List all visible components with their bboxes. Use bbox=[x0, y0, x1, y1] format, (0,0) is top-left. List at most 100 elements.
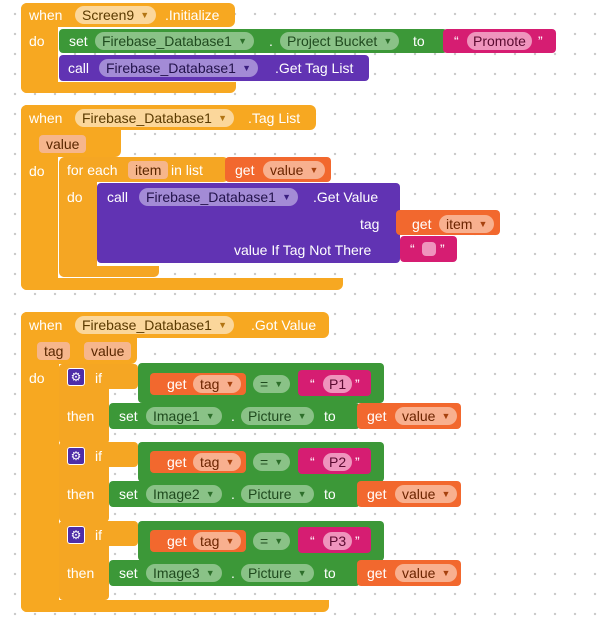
do-keyword: do bbox=[29, 370, 45, 386]
equals-operator-dropdown-2[interactable]: =▼ bbox=[253, 453, 291, 471]
get-keyword: get bbox=[367, 408, 387, 424]
get-tag-dropdown-3[interactable]: tag▼ bbox=[193, 532, 242, 550]
for-each-keyword: for each bbox=[67, 162, 118, 178]
dropdown-caret-icon: ▼ bbox=[282, 192, 291, 202]
set-keyword: set bbox=[119, 565, 138, 581]
quote-open: “ bbox=[310, 454, 315, 470]
when-keyword: when bbox=[29, 317, 63, 333]
equals-operator-dropdown-3[interactable]: =▼ bbox=[253, 532, 291, 550]
image-component-dropdown-2[interactable]: Image2▼ bbox=[146, 485, 222, 503]
tag-socket-label: tag bbox=[360, 216, 380, 232]
method-name-label: .Get Value bbox=[313, 189, 379, 205]
get-value-dropdown-1[interactable]: value▼ bbox=[395, 407, 458, 425]
event-component-dropdown[interactable]: Firebase_Database1▼ bbox=[75, 109, 234, 127]
dot-separator: . bbox=[231, 408, 235, 424]
dot-separator: . bbox=[231, 486, 235, 502]
if-keyword: if bbox=[95, 448, 102, 464]
call-component-dropdown[interactable]: Firebase_Database1▼ bbox=[99, 59, 258, 77]
dropdown-caret-icon: ▼ bbox=[205, 568, 215, 578]
method-name-label: .Get Tag List bbox=[275, 60, 354, 76]
call-component-dropdown[interactable]: Firebase_Database1▼ bbox=[139, 188, 298, 206]
dropdown-caret-icon: ▼ bbox=[441, 568, 451, 578]
dropdown-caret-icon: ▼ bbox=[297, 568, 307, 578]
event-component-dropdown[interactable]: Firebase_Database1▼ bbox=[75, 316, 234, 334]
event-name-label: .Got Value bbox=[251, 317, 317, 333]
dropdown-caret-icon: ▼ bbox=[238, 36, 247, 46]
get-value-dropdown-3[interactable]: value▼ bbox=[395, 564, 458, 582]
dropdown-caret-icon: ▼ bbox=[441, 411, 451, 421]
get-variable-dropdown[interactable]: value▼ bbox=[263, 161, 326, 179]
quote-close: ” bbox=[538, 33, 543, 49]
do-keyword: do bbox=[29, 33, 45, 49]
dropdown-caret-icon: ▼ bbox=[478, 219, 488, 229]
event-param-value[interactable]: value bbox=[39, 135, 87, 153]
get-keyword: get bbox=[235, 162, 255, 178]
text-literal-value-3[interactable]: P3 bbox=[323, 532, 353, 550]
to-keyword: to bbox=[324, 565, 336, 581]
quote-open: “ bbox=[410, 241, 415, 257]
dropdown-caret-icon: ▼ bbox=[274, 379, 284, 389]
set-keyword: set bbox=[69, 33, 88, 49]
dropdown-caret-icon: ▼ bbox=[218, 113, 227, 123]
quote-open: “ bbox=[310, 533, 315, 549]
gear-icon[interactable]: ⚙ bbox=[67, 368, 85, 386]
event-param-tag[interactable]: tag bbox=[37, 342, 71, 360]
for-each-block-body bbox=[59, 157, 97, 277]
set-component-dropdown[interactable]: Firebase_Database1▼ bbox=[95, 32, 254, 50]
do-keyword: do bbox=[29, 163, 45, 179]
screen-component-dropdown[interactable]: Screen9▼ bbox=[75, 6, 157, 24]
dropdown-caret-icon: ▼ bbox=[218, 320, 227, 330]
get-value-dropdown-2[interactable]: value▼ bbox=[395, 485, 458, 503]
if-keyword: if bbox=[95, 527, 102, 543]
equals-operator-dropdown-1[interactable]: =▼ bbox=[253, 375, 291, 393]
empty-text-value[interactable] bbox=[422, 242, 436, 256]
to-keyword: to bbox=[324, 408, 336, 424]
get-item-dropdown[interactable]: item▼ bbox=[439, 215, 495, 233]
quote-close: ” bbox=[440, 241, 445, 257]
text-literal-value[interactable]: Promote bbox=[467, 32, 532, 50]
get-tag-dropdown-1[interactable]: tag▼ bbox=[193, 375, 242, 393]
text-literal-value-2[interactable]: P2 bbox=[323, 453, 353, 471]
quote-close: ” bbox=[355, 533, 360, 549]
get-keyword: get bbox=[412, 216, 432, 232]
text-literal-value-1[interactable]: P1 bbox=[323, 375, 353, 393]
set-keyword: set bbox=[119, 486, 138, 502]
to-keyword: to bbox=[324, 486, 336, 502]
do-keyword: do bbox=[67, 189, 83, 205]
event-block-tag-list-footer bbox=[21, 278, 343, 290]
dropdown-caret-icon: ▼ bbox=[225, 457, 235, 467]
quote-open: “ bbox=[310, 376, 315, 392]
quote-close: ” bbox=[355, 376, 360, 392]
image-component-dropdown-1[interactable]: Image1▼ bbox=[146, 407, 222, 425]
get-keyword: get bbox=[167, 533, 187, 549]
event-block-screen-initialize-body bbox=[21, 3, 58, 93]
gear-icon[interactable]: ⚙ bbox=[67, 447, 85, 465]
get-tag-dropdown-2[interactable]: tag▼ bbox=[193, 453, 242, 471]
quote-close: ” bbox=[355, 454, 360, 470]
image-property-dropdown-2[interactable]: Picture▼ bbox=[241, 485, 314, 503]
get-keyword: get bbox=[167, 454, 187, 470]
set-keyword: set bbox=[119, 408, 138, 424]
if-keyword: if bbox=[95, 370, 102, 386]
event-param-value[interactable]: value bbox=[84, 342, 132, 360]
call-keyword: call bbox=[68, 60, 90, 76]
dropdown-caret-icon: ▼ bbox=[297, 489, 307, 499]
loop-variable-item[interactable]: item bbox=[128, 161, 169, 179]
gear-icon[interactable]: ⚙ bbox=[67, 526, 85, 544]
event-name-label: .Initialize bbox=[165, 7, 220, 23]
dropdown-caret-icon: ▼ bbox=[274, 536, 284, 546]
dropdown-caret-icon: ▼ bbox=[383, 36, 393, 46]
dropdown-caret-icon: ▼ bbox=[140, 10, 150, 20]
quote-open: “ bbox=[454, 33, 459, 49]
dropdown-caret-icon: ▼ bbox=[225, 379, 235, 389]
then-keyword: then bbox=[67, 486, 95, 502]
then-keyword: then bbox=[67, 408, 95, 424]
dot-separator: . bbox=[269, 33, 273, 49]
image-component-dropdown-3[interactable]: Image3▼ bbox=[146, 564, 222, 582]
image-property-dropdown-3[interactable]: Picture▼ bbox=[241, 564, 314, 582]
set-property-dropdown[interactable]: Project Bucket▼ bbox=[280, 32, 400, 50]
get-keyword: get bbox=[367, 565, 387, 581]
image-property-dropdown-1[interactable]: Picture▼ bbox=[241, 407, 314, 425]
then-keyword: then bbox=[67, 565, 95, 581]
value-if-tag-not-there-label: value If Tag Not There bbox=[234, 242, 372, 258]
